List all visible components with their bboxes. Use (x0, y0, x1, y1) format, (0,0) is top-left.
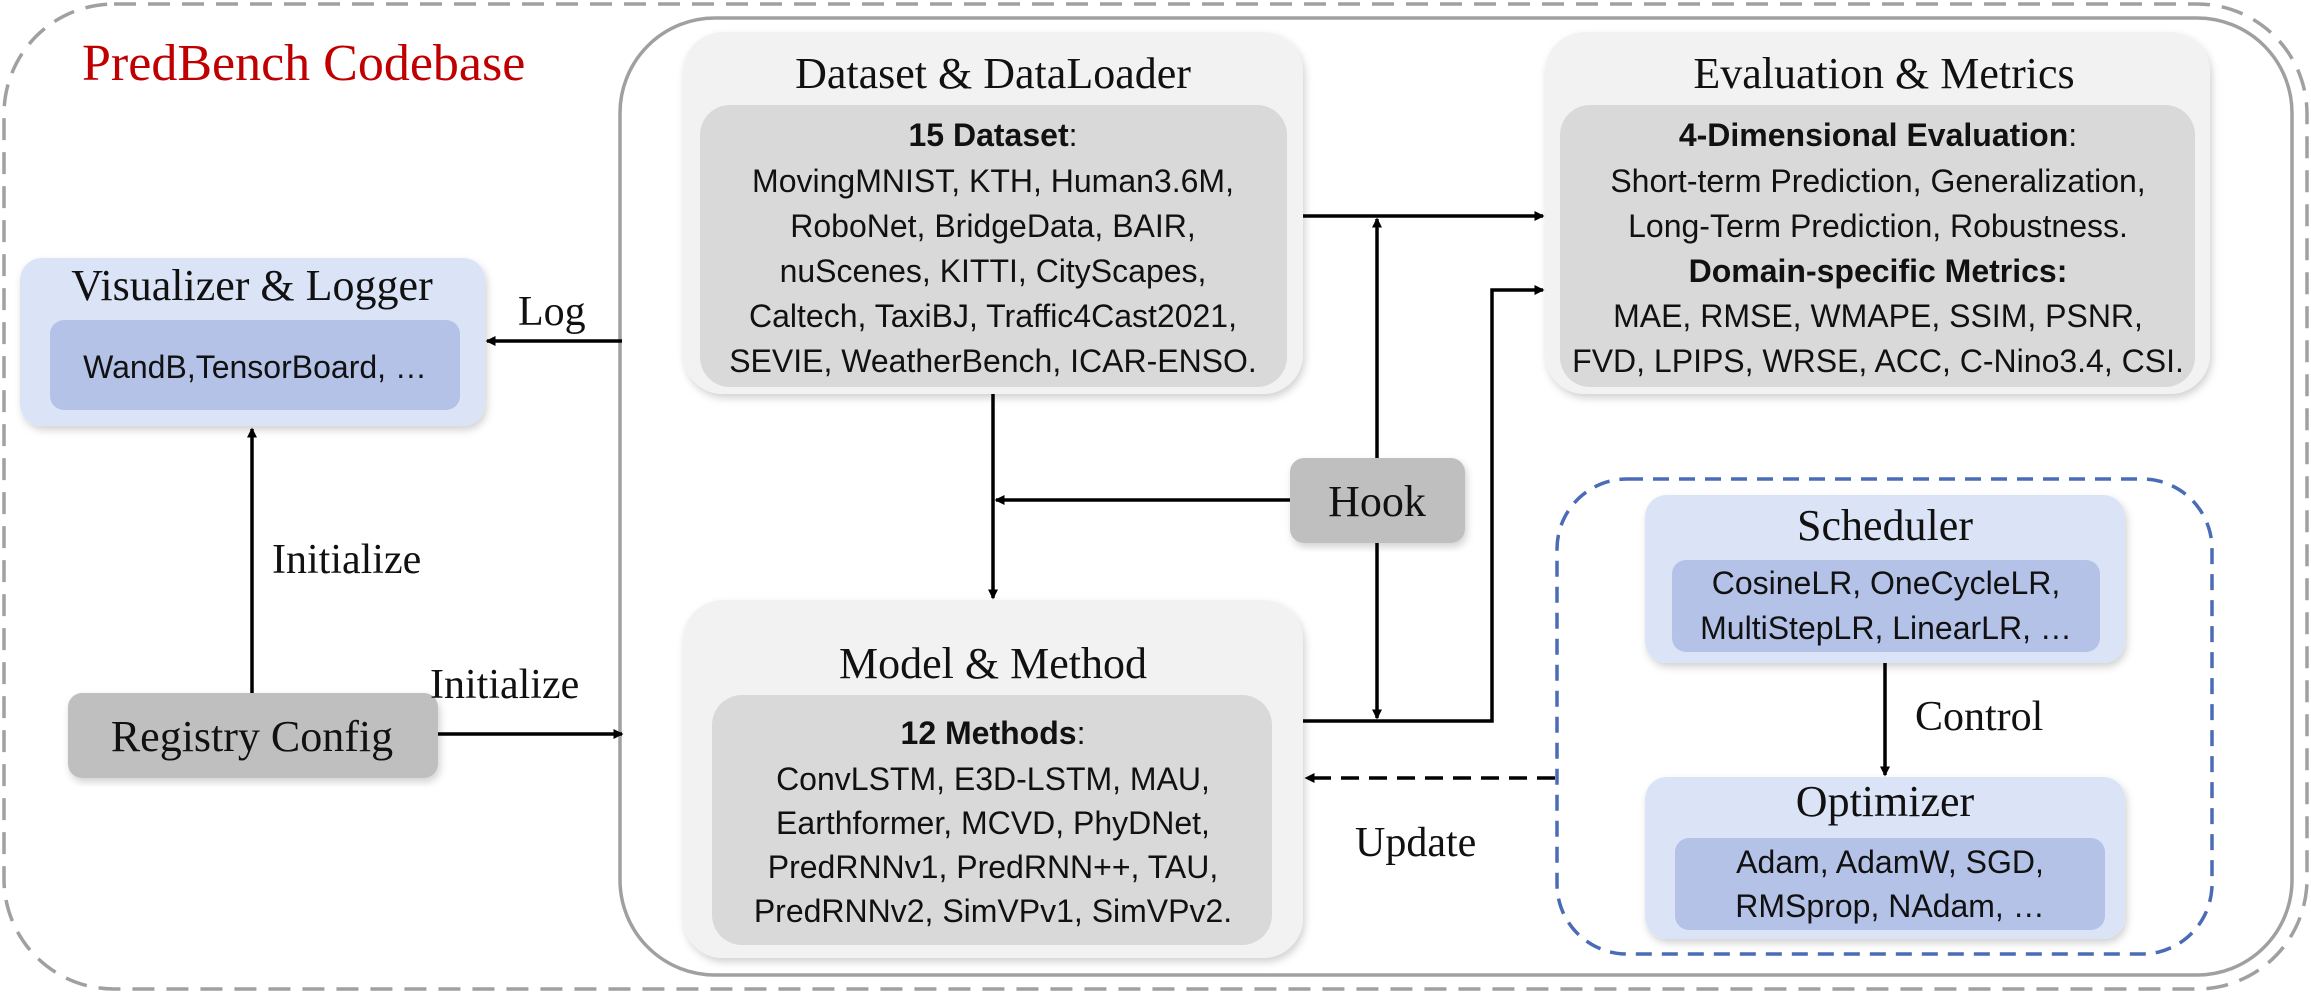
dataset-line: nuScenes, KITTI, CityScapes, (780, 253, 1207, 289)
dataset-line: RoboNet, BridgeData, BAIR, (790, 208, 1196, 244)
evaluation-title: Evaluation & Metrics (1693, 49, 2074, 98)
dataset-heading: 15 Dataset: (909, 117, 1078, 153)
model-heading-bold: 12 Methods (901, 715, 1077, 751)
scheduler-line: MultiStepLR, LinearLR, … (1700, 610, 2072, 646)
visualizer-logger-title: Visualizer & Logger (71, 261, 433, 310)
scheduler-title: Scheduler (1797, 501, 1973, 550)
model-line: Earthformer, MCVD, PhyDNet, (776, 805, 1210, 841)
update-label: Update (1355, 820, 1476, 866)
dataset-line: MovingMNIST, KTH, Human3.6M, (752, 163, 1234, 199)
dataset-heading-bold: 15 Dataset (909, 117, 1069, 153)
dataset-line: Caltech, TaxiBJ, Traffic4Cast2021, (749, 298, 1237, 334)
evaluation-heading-suffix: : (2068, 117, 2077, 153)
training-control-group (1555, 477, 2214, 956)
initialize-right-label: Initialize (430, 662, 579, 708)
evaluation-heading-bold: 4-Dimensional Evaluation (1679, 117, 2068, 153)
scheduler-node (1645, 495, 2125, 663)
dataset-title: Dataset & DataLoader (795, 49, 1191, 98)
evaluation-heading: 4-Dimensional Evaluation: (1679, 117, 2077, 153)
model-line: ConvLSTM, E3D-LSTM, MAU, (776, 761, 1210, 797)
optimizer-line: Adam, AdamW, SGD, (1736, 844, 2044, 880)
core-container (618, 16, 2294, 977)
model-title: Model & Method (839, 639, 1147, 688)
dataset-node (683, 32, 1303, 394)
model-heading-suffix: : (1077, 715, 1086, 751)
evaluation-line: FVD, LPIPS, WRSE, ACC, C-Nino3.4, CSI. (1572, 343, 2184, 379)
evaluation-line: Long-Term Prediction, Robustness. (1628, 208, 2128, 244)
scheduler-line: CosineLR, OneCycleLR, (1712, 565, 2061, 601)
optimizer-line: RMSprop, NAdam, … (1735, 888, 2044, 924)
control-label: Control (1915, 694, 2043, 740)
initialize-up-label: Initialize (272, 537, 421, 583)
model-node (683, 600, 1303, 958)
evaluation-node (1545, 32, 2210, 394)
model-line: PredRNNv1, PredRNN++, TAU, (768, 849, 1219, 885)
hook-node (1290, 458, 1465, 543)
hook-title: Hook (1328, 477, 1426, 526)
model-heading: 12 Methods: (901, 715, 1086, 751)
dataset-line: SEVIE, WeatherBench, ICAR-ENSO. (729, 343, 1257, 379)
registry-config-node (68, 693, 438, 778)
page-title: PredBench Codebase (82, 35, 525, 92)
evaluation-line: Short-term Prediction, Generalization, (1610, 163, 2145, 199)
optimizer-title: Optimizer (1796, 777, 1975, 826)
optimizer-node (1645, 777, 2125, 939)
model-line: PredRNNv2, SimVPv1, SimVPv2. (754, 893, 1232, 929)
registry-config-title: Registry Config (111, 712, 393, 761)
log-label: Log (518, 289, 586, 335)
evaluation-line: MAE, RMSE, WMAPE, SSIM, PSNR, (1613, 298, 2143, 334)
model-to-evaluation-arrow (1303, 285, 1545, 723)
visualizer-logger-line: WandB,TensorBoard, … (83, 349, 427, 385)
dataset-heading-suffix: : (1069, 117, 1078, 153)
visualizer-logger-node (20, 258, 485, 426)
evaluation-heading-2: Domain-specific Metrics: (1689, 253, 2068, 289)
